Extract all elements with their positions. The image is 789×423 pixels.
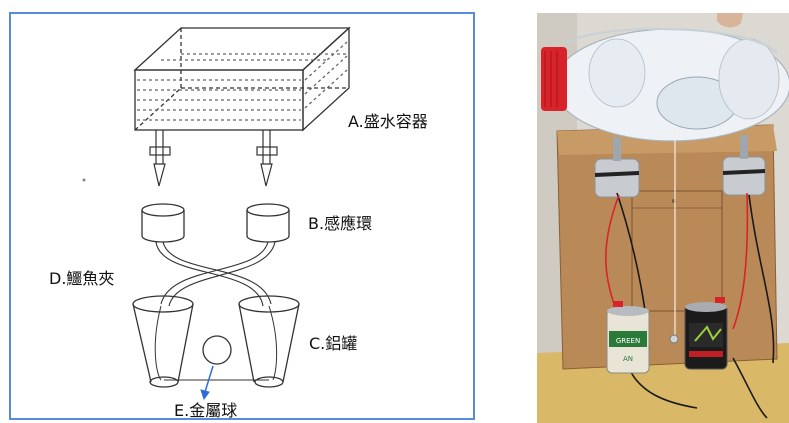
left-foil-ring: [594, 158, 640, 198]
crossing-wires: [155, 241, 276, 307]
finger: [717, 13, 743, 28]
water-bottle: [553, 28, 789, 142]
ball-arrow: [200, 365, 214, 401]
label-container: A.盛水容器: [348, 112, 428, 131]
right-foil-ring: [722, 156, 766, 196]
label-clip: D.鱷魚夾: [49, 269, 115, 288]
schematic-drawing: [82, 26, 351, 401]
schematic-diagram-panel: A.盛水容器 B.感應環 D.鱷魚夾 C.鋁罐 E.金屬球: [9, 12, 475, 420]
label-can: C.鋁罐: [309, 334, 358, 353]
bottle-cap: [541, 47, 567, 111]
left-nozzle-photo: [613, 137, 621, 161]
right-nozzle-photo: [740, 135, 748, 159]
door-outline: [631, 190, 723, 312]
left-nozzle: [149, 130, 171, 187]
stray-dot: [82, 178, 86, 182]
prototype-photo: GREEN AN: [537, 13, 789, 423]
label-ball: E.金屬球: [174, 401, 238, 420]
left-can-photo: GREEN AN: [606, 306, 650, 374]
metal-ball: [202, 335, 232, 365]
right-ring: [246, 203, 290, 243]
red-clip-right: [715, 297, 725, 303]
left-can: [132, 295, 194, 388]
left-can-brand-2: AN: [623, 355, 633, 363]
label-ring: B.感應環: [308, 214, 373, 233]
left-ring: [141, 203, 185, 243]
photo-drawing: GREEN AN: [537, 13, 789, 423]
right-can: [238, 295, 300, 388]
left-can-brand: GREEN: [616, 337, 640, 345]
metal-ball-photo: [669, 334, 679, 344]
right-nozzle: [256, 130, 278, 187]
right-can-photo: [684, 302, 728, 370]
water-container: [133, 26, 351, 132]
red-clip-left: [613, 301, 623, 307]
can-wires: [154, 305, 278, 381]
